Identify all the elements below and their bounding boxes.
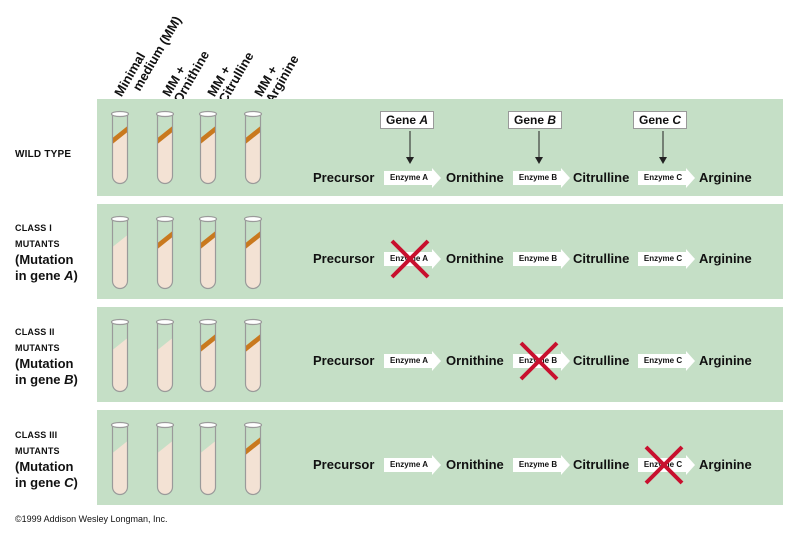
enzyme-label: Enzyme A	[390, 173, 428, 182]
column-label-citrulline: MM +Citrulline	[204, 49, 257, 106]
column-label-ornithine: MM +Ornithine	[159, 47, 213, 106]
test-tube	[110, 215, 130, 290]
growth-band	[245, 334, 261, 352]
gene-c-down-arrow	[659, 131, 667, 164]
growth-band	[245, 437, 261, 455]
test-tube	[155, 318, 175, 393]
compound-precursor: Precursor	[313, 170, 375, 185]
test-tube	[110, 318, 130, 393]
enzyme-arrow-c: Enzyme C	[638, 168, 696, 188]
test-tube	[198, 318, 218, 393]
enzyme-label: Enzyme A	[390, 356, 428, 365]
growth-band	[200, 126, 216, 144]
enzyme-arrow-a: Enzyme A	[384, 168, 442, 188]
compound-citrulline: Citrulline	[573, 170, 630, 185]
compound-arginine: Arginine	[699, 170, 752, 185]
compound-arginine: Arginine	[699, 251, 752, 266]
enzyme-label: Enzyme B	[518, 173, 558, 182]
column-label-arginine: MM +Arginine	[251, 52, 302, 106]
compound-precursor: Precursor	[313, 353, 375, 368]
test-tube	[198, 421, 218, 496]
compound-ornithine: Ornithine	[446, 170, 504, 185]
row-label-class-1: CLASS I MUTANTS (Mutation in gene A)	[15, 223, 78, 283]
compound-arginine: Arginine	[699, 353, 752, 368]
gene-box-b: Gene B	[508, 111, 563, 129]
blocked-x-mark	[519, 341, 559, 381]
test-tube	[243, 215, 263, 290]
enzyme-arrow-b: Enzyme B	[513, 249, 571, 269]
blocked-x-mark	[644, 445, 684, 485]
compound-citrulline: Citrulline	[573, 251, 630, 266]
enzyme-label: Enzyme C	[643, 254, 683, 263]
growth-band	[200, 231, 216, 249]
row-label-class-3: CLASS III MUTANTS (Mutation in gene C)	[15, 430, 78, 490]
growth-band	[245, 231, 261, 249]
enzyme-label: Enzyme C	[643, 356, 683, 365]
enzyme-arrow-a: Enzyme A	[384, 351, 442, 371]
test-tube	[155, 421, 175, 496]
test-tube	[155, 110, 175, 185]
test-tube	[198, 110, 218, 185]
compound-citrulline: Citrulline	[573, 457, 630, 472]
growth-band	[157, 126, 173, 144]
compound-citrulline: Citrulline	[573, 353, 630, 368]
enzyme-label: Enzyme A	[390, 460, 428, 469]
test-tube	[155, 215, 175, 290]
compound-precursor: Precursor	[313, 251, 375, 266]
compound-ornithine: Ornithine	[446, 353, 504, 368]
compound-precursor: Precursor	[313, 457, 375, 472]
row-label-wild-type: WILD TYPE	[15, 149, 72, 160]
enzyme-arrow-b: Enzyme B	[513, 455, 571, 475]
enzyme-label: Enzyme B	[518, 460, 558, 469]
enzyme-arrow-b: Enzyme B	[513, 168, 571, 188]
test-tube	[243, 110, 263, 185]
enzyme-label: Enzyme B	[518, 254, 558, 263]
test-tube	[243, 421, 263, 496]
gene-box-a: Gene A	[380, 111, 435, 129]
gene-box-c: Gene C	[633, 111, 688, 129]
row-label-class-2: CLASS II MUTANTS (Mutation in gene B)	[15, 327, 78, 387]
test-tube	[110, 421, 130, 496]
enzyme-arrow-c: Enzyme C	[638, 249, 696, 269]
blocked-x-mark	[390, 239, 430, 279]
enzyme-arrow-a: Enzyme A	[384, 455, 442, 475]
compound-ornithine: Ornithine	[446, 251, 504, 266]
growth-band	[245, 126, 261, 144]
copyright-credit: ©1999 Addison Wesley Longman, Inc.	[15, 514, 168, 524]
test-tube	[243, 318, 263, 393]
growth-band	[112, 126, 128, 144]
gene-b-down-arrow	[535, 131, 543, 164]
enzyme-label: Enzyme C	[643, 173, 683, 182]
compound-arginine: Arginine	[699, 457, 752, 472]
growth-band	[157, 231, 173, 249]
enzyme-arrow-c: Enzyme C	[638, 351, 696, 371]
test-tube	[198, 215, 218, 290]
gene-a-down-arrow	[406, 131, 414, 164]
compound-ornithine: Ornithine	[446, 457, 504, 472]
growth-band	[200, 334, 216, 352]
test-tube	[110, 110, 130, 185]
